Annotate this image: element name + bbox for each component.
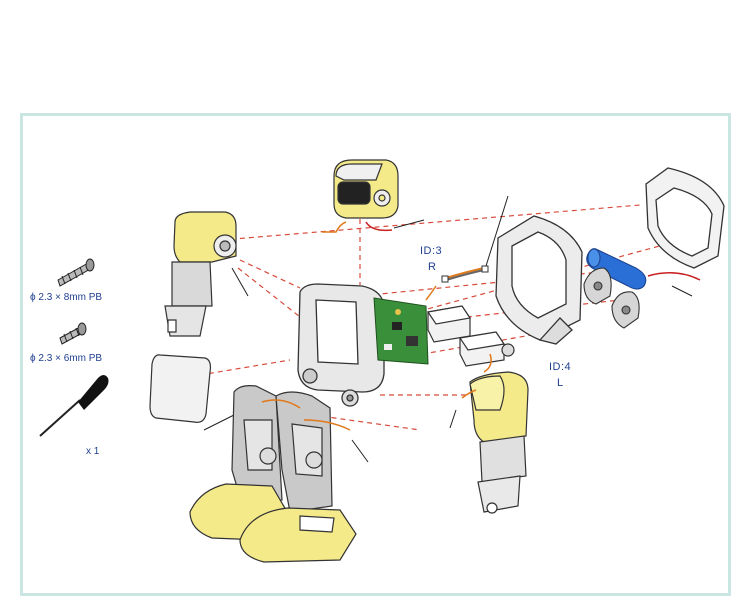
- battery-clip-lower-part: [611, 291, 640, 329]
- screw-short-spec: 2.3 × 6mm PB: [38, 353, 103, 364]
- right-arm-part: [164, 211, 237, 337]
- screw-long-icon: [57, 258, 95, 287]
- screw-long-spec: 2.3 × 8mm PB: [38, 292, 103, 303]
- back-chassis-part: [495, 215, 583, 345]
- face-plate-part: [149, 354, 212, 423]
- head-part: [333, 159, 399, 219]
- feet-part: [189, 483, 357, 563]
- battery-part: [586, 248, 647, 290]
- screw-short-label: ϕ 2.3 × 6mm PB: [30, 353, 102, 364]
- phi-symbol: ϕ: [30, 292, 36, 303]
- battery-clip-upper-part: [583, 267, 612, 305]
- cable-connector-part: [441, 265, 489, 283]
- servo-right-side-label: R: [428, 261, 437, 273]
- pcb-board-part: [373, 297, 429, 365]
- screw-long-label: ϕ 2.3 × 8mm PB: [30, 292, 102, 303]
- servo-right-part: [426, 305, 472, 343]
- screwdriver-icon: [39, 375, 109, 437]
- screw-short-icon: [59, 322, 87, 345]
- legs-assembly-part: [231, 385, 333, 513]
- servo-left-id-label: ID:4: [549, 361, 572, 373]
- back-cover-part: [645, 167, 725, 269]
- servo-left-side-label: L: [557, 377, 564, 389]
- servo-right-id-label: ID:3: [420, 245, 443, 257]
- servo-left-part: [458, 331, 515, 367]
- screwdriver-quantity: x 1: [86, 446, 100, 457]
- left-arm-part: [469, 371, 529, 514]
- phi-symbol: ϕ: [30, 353, 36, 364]
- torso-frame-part: [297, 283, 385, 407]
